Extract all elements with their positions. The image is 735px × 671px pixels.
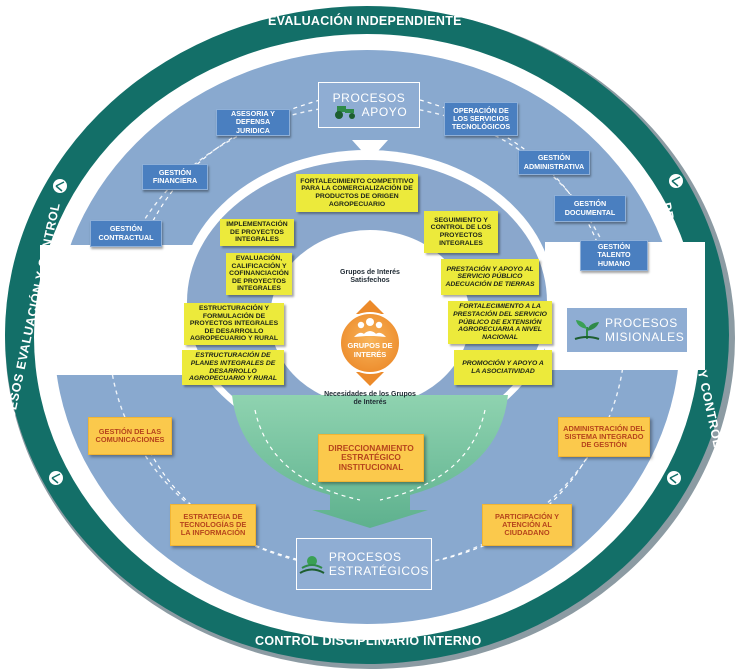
estrategicos-header: PROCESOS ESTRATÉGICOS xyxy=(296,538,432,590)
center-satisfied-label: Grupos de Interés Satisfechos xyxy=(340,268,400,284)
center-core-line2: INTERÉS xyxy=(353,349,387,359)
apoyo-gestion-documental: GESTIÓN DOCUMENTAL xyxy=(554,195,626,222)
divider-left xyxy=(40,245,200,375)
misional-asociatividad: PROMOCIÓN Y APOYO A LA ASOCIATIVIDAD xyxy=(454,350,552,385)
apoyo-gestion-financiera: GESTIÓN FINANCIERA xyxy=(142,164,208,190)
misional-fortalecimiento-competitivo: FORTALECIMIENTO COMPETITIVO PARA LA COME… xyxy=(296,174,418,212)
estrategico-sistema-integrado: ADMINISTRACIÓN DEL SISTEMA INTEGRADO DE … xyxy=(558,417,650,457)
core-circle xyxy=(339,312,401,374)
people-group-icon xyxy=(354,318,386,337)
apoyo-talento-humano: GESTIÓN TALENTO HUMANO xyxy=(580,240,648,271)
estrategicos-title-line1: PROCESOS xyxy=(328,550,402,564)
apoyo-servicios-tecnologicos: OPERACIÓN DE LOS SERVICIOS TECNOLÓGICOS xyxy=(444,102,518,136)
apoyo-header: PROCESOS APOYO xyxy=(318,82,420,128)
misional-implementacion: IMPLEMENTACIÓN DE PROYECTOS INTEGRALES xyxy=(220,219,294,246)
misional-seguimiento-control: SEGUIMIENTO Y CONTROL DE LOS PROYECTOS I… xyxy=(424,211,498,253)
estrategico-participacion: PARTICIPACIÓN Y ATENCIÓN AL CIUDADANO xyxy=(482,504,572,546)
center-core-line1: GRUPOS DE xyxy=(347,340,393,350)
ring-icon-right xyxy=(669,174,683,188)
misional-extension-agropecuaria: FORTALECIMIENTO A LA PRESTACIÓN DEL SERV… xyxy=(448,301,552,344)
strategic-arrow-dash-2 xyxy=(379,409,486,501)
estrategico-tecnologias: ESTRATEGIA DE TECNOLOGÍAS DE LA INFORMAC… xyxy=(170,504,256,546)
misional-estructuracion-planes: ESTRUCTURACIÓN DE PLANES INTEGRALES DE D… xyxy=(182,350,284,385)
misionales-title-line2: MISIONALES xyxy=(605,330,685,344)
apoyo-arrow xyxy=(352,140,388,160)
misional-estructuracion-formulacion: ESTRUCTURACIÓN Y FORMULACIÓN DE PROYECTO… xyxy=(184,303,284,345)
estrategicos-title-line2: ESTRATÉGICOS xyxy=(328,564,430,578)
ring-label-top: EVALUACIÓN INDEPENDIENTE xyxy=(268,14,462,28)
leaf-seedling-icon xyxy=(574,320,600,340)
strategic-arrow-dash xyxy=(254,409,361,501)
sun-field-icon xyxy=(299,556,325,574)
apoyo-title-line2: APOYO xyxy=(361,105,408,119)
tractor-icon xyxy=(334,106,355,119)
estrategico-direccionamiento: DIRECCIONAMIENTO ESTRATÉGICO INSTITUCION… xyxy=(318,434,424,482)
misional-adecuacion-tierras: PRESTACIÓN Y APOYO AL SERVICIO PÚBLICO A… xyxy=(441,259,539,295)
core-arrow-up xyxy=(356,300,384,314)
core-arrow-down xyxy=(356,372,384,386)
misional-evaluacion: EVALUACIÓN, CALIFICACIÓN Y COFINANCIACIÓ… xyxy=(226,253,292,295)
apoyo-gestion-contractual: GESTIÓN CONTRACTUAL xyxy=(90,220,162,247)
apoyo-asesoria-juridica: ASESORIA Y DEFENSA JURIDICA xyxy=(216,109,290,136)
center-needs-label: Necesidades de los Grupos de Interés xyxy=(324,390,416,406)
misionales-title-line1: PROCESOS xyxy=(605,316,678,330)
misionales-header: PROCESOS MISIONALES xyxy=(566,307,688,353)
ring-icon-left-bottom xyxy=(49,471,63,485)
apoyo-title-line1: PROCESOS xyxy=(332,91,406,105)
ring-icon-left xyxy=(53,179,67,193)
ring-label-bottom: CONTROL DISCIPLINARIO INTERNO xyxy=(255,634,482,648)
ring-icon-right-bottom xyxy=(667,471,681,485)
estrategico-comunicaciones: GESTIÓN DE LAS COMUNICACIONES xyxy=(88,417,172,455)
apoyo-gestion-administrativa: GESTIÓN ADMINISTRATIVA xyxy=(518,150,590,175)
